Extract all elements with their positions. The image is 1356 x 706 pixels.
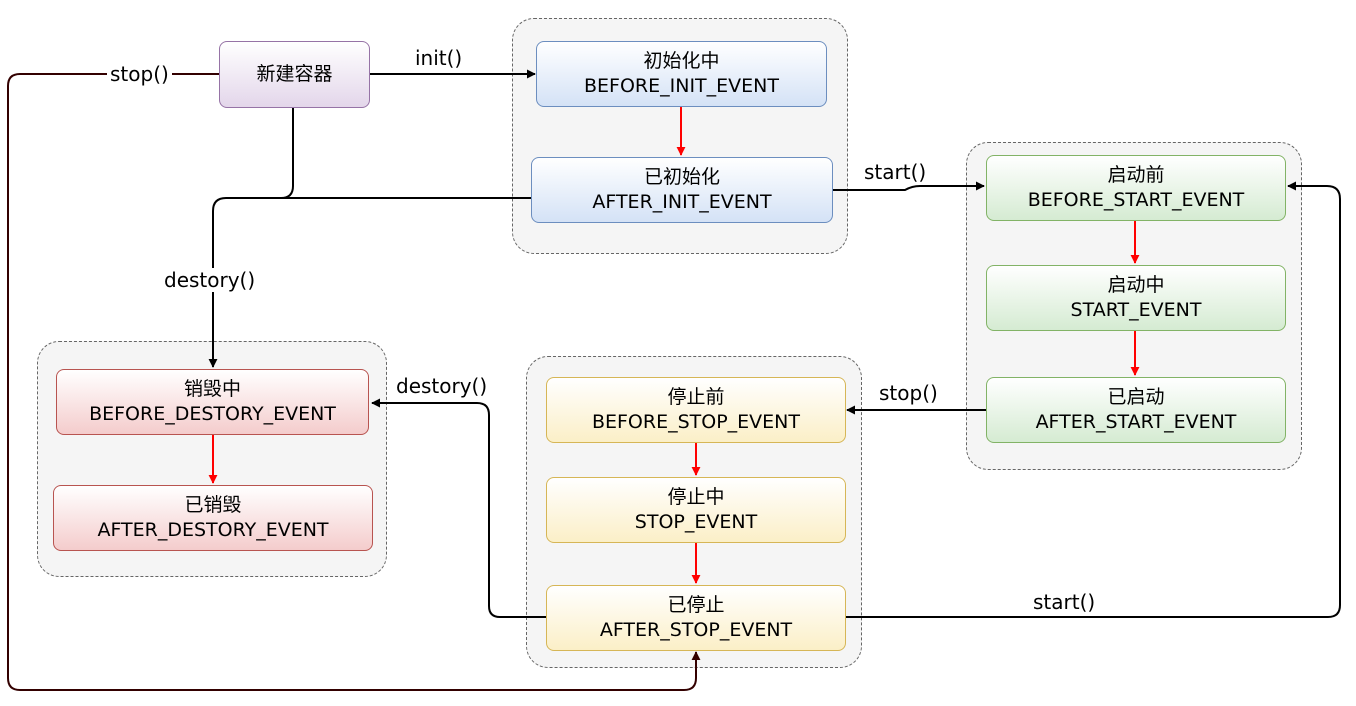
new-container-label: 新建容器 [256, 63, 333, 85]
after-start-title: 已启动 [1107, 386, 1165, 408]
after-destroy-node[interactable]: 已销毁 AFTER_DESTORY_EVENT [53, 485, 373, 551]
before-destroy-node[interactable]: 销毁中 BEFORE_DESTORY_EVENT [56, 369, 369, 435]
before-init-event: BEFORE_INIT_EVENT [584, 75, 779, 97]
stop-edge-from-new [7, 73, 701, 691]
before-start-title: 启动前 [1107, 164, 1165, 186]
new-container-node[interactable]: 新建容器 [219, 41, 370, 108]
before-init-node[interactable]: 初始化中 BEFORE_INIT_EVENT [536, 41, 827, 107]
before-init-title: 初始化中 [643, 50, 720, 72]
start-node[interactable]: 启动中 START_EVENT [986, 265, 1286, 331]
destroy-edge-from-stop [371, 398, 546, 618]
stop-node[interactable]: 停止中 STOP_EVENT [546, 477, 846, 543]
start-event: START_EVENT [1070, 299, 1202, 321]
after-stop-node[interactable]: 已停止 AFTER_STOP_EVENT [546, 585, 846, 651]
destroy-edge-from-new [208, 108, 294, 368]
before-stop-title: 停止前 [667, 386, 725, 408]
destroy-from-new-label: destory() [161, 268, 259, 292]
before-stop-node[interactable]: 停止前 BEFORE_STOP_EVENT [546, 377, 846, 443]
before-destroy-event: BEFORE_DESTORY_EVENT [89, 403, 336, 425]
start-from-init-label: start() [861, 160, 930, 184]
start-edge-from-init [833, 181, 985, 191]
after-start-event: AFTER_START_EVENT [1035, 411, 1237, 433]
after-destroy-event: AFTER_DESTORY_EVENT [97, 519, 329, 541]
stop-event: STOP_EVENT [634, 511, 758, 533]
destroy-from-stop-label: destory() [393, 374, 491, 398]
after-init-node[interactable]: 已初始化 AFTER_INIT_EVENT [531, 157, 833, 223]
after-destroy-title: 已销毁 [184, 494, 242, 516]
before-destroy-title: 销毁中 [183, 378, 241, 400]
start-edge-from-stop [846, 181, 1341, 618]
before-start-event: BEFORE_START_EVENT [1027, 189, 1245, 211]
after-init-event: AFTER_INIT_EVENT [592, 191, 772, 213]
after-init-title: 已初始化 [643, 166, 720, 188]
after-start-node[interactable]: 已启动 AFTER_START_EVENT [986, 377, 1286, 443]
after-stop-event: AFTER_STOP_EVENT [599, 619, 793, 641]
stop-from-start-label: stop() [876, 381, 941, 405]
before-stop-event: BEFORE_STOP_EVENT [591, 411, 801, 433]
init-edge-label: init() [412, 46, 466, 70]
start-title: 启动中 [1107, 274, 1165, 296]
stop-title: 停止中 [667, 486, 725, 508]
before-start-node[interactable]: 启动前 BEFORE_START_EVENT [986, 155, 1286, 221]
stop-from-new-label: stop() [107, 62, 172, 86]
start-from-stop-label: start() [1030, 590, 1099, 614]
after-stop-title: 已停止 [667, 594, 725, 616]
